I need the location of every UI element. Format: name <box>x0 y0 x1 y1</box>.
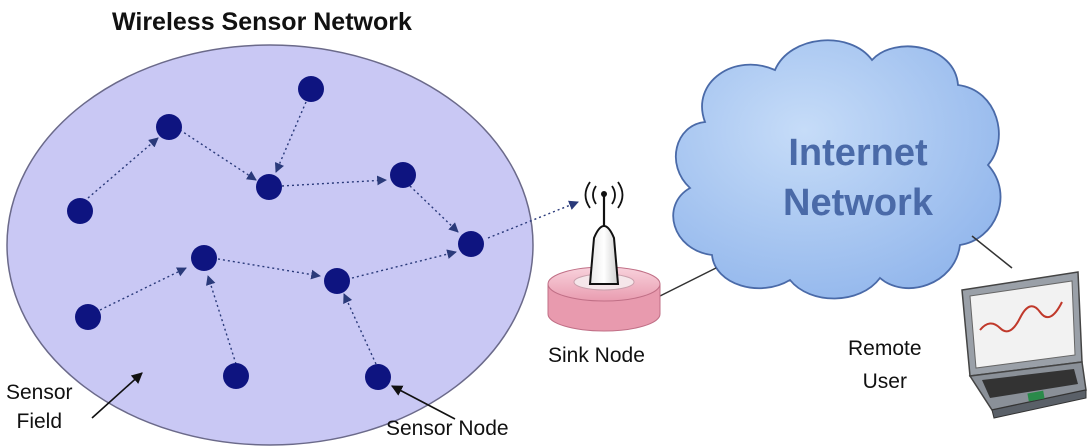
link <box>487 200 579 239</box>
sensor-node-icon <box>458 231 484 257</box>
sensor-node-icon <box>390 162 416 188</box>
antenna-icon <box>588 224 620 285</box>
sensor-field <box>6 44 534 446</box>
diagram-title: Wireless Sensor Network <box>112 8 412 36</box>
link <box>99 267 187 311</box>
sensor-node-icon <box>156 114 182 140</box>
remote-user-label-line2: User <box>862 369 907 393</box>
link <box>87 137 159 199</box>
remote-user-label: Remote User <box>848 333 922 398</box>
cloud-icon <box>672 39 1002 300</box>
sink-node <box>547 181 661 332</box>
link <box>281 175 387 187</box>
sensor-node-icon <box>256 174 282 200</box>
link <box>217 258 321 280</box>
sensor-node-pointer <box>391 385 456 420</box>
node-links <box>87 101 579 365</box>
sensor-node-icon <box>365 364 391 390</box>
cloud-label-line2: Network <box>783 182 933 225</box>
sensor-field-label-line1: Sensor <box>6 381 73 404</box>
laptop-icon <box>961 271 1087 419</box>
link <box>206 275 237 365</box>
sensor-node-icon <box>298 76 324 102</box>
cloud-label: Internet Network <box>728 128 988 228</box>
sensor-node-icon <box>67 198 93 224</box>
cloud-label-line1: Internet <box>788 132 928 174</box>
sensor-field-label: Sensor Field <box>6 378 73 437</box>
sensor-nodes <box>67 76 484 390</box>
cloud-user-link <box>971 235 1013 269</box>
sensor-node-icon <box>223 363 249 389</box>
sink-node-label: Sink Node <box>548 344 645 367</box>
sensor-node-icon <box>75 304 101 330</box>
sensor-node-icon <box>191 245 217 271</box>
sink-cloud-link <box>659 267 717 297</box>
link <box>409 185 459 233</box>
link <box>179 129 257 181</box>
sensor-node-label: Sensor Node <box>386 417 509 440</box>
remote-user-label-line1: Remote <box>848 337 922 360</box>
sensor-field-label-line2: Field <box>16 410 63 434</box>
sensor-field-pointer <box>91 372 143 419</box>
sensor-node-icon <box>324 268 350 294</box>
